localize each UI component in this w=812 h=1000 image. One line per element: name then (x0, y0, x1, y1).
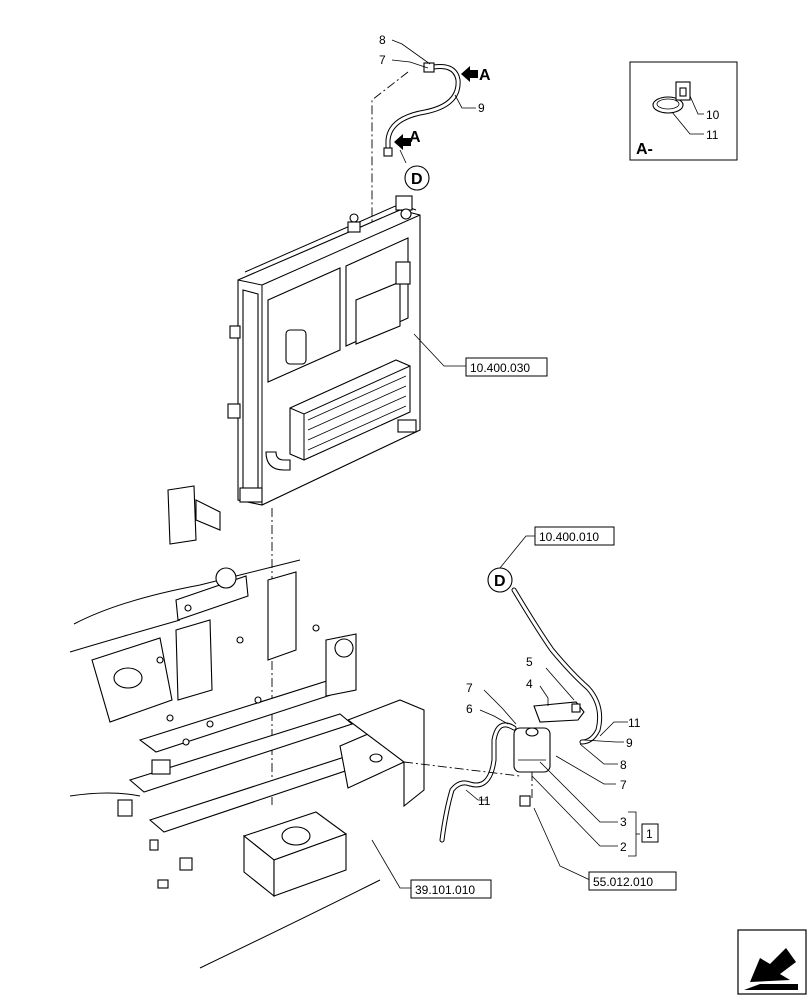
label-arrow-a-top: A (479, 67, 491, 84)
callout-inset-11: 11 (706, 128, 719, 142)
detail-inset-a (629, 61, 738, 161)
inset-label: A- (636, 141, 653, 158)
connector-d-bottom: D (487, 567, 513, 593)
direction-arrow-icon[interactable] (737, 929, 807, 995)
svg-text:10.400.010: 10.400.010 (539, 530, 599, 544)
ref-box-hardware[interactable]: 55.012.010 (588, 871, 677, 891)
callout-top-8: 8 (379, 33, 386, 47)
ref-box-frame[interactable]: 39.101.010 (410, 879, 492, 899)
callout-top-9: 9 (478, 101, 485, 115)
svg-text:1: 1 (646, 827, 653, 841)
callout-low-7-right: 7 (620, 778, 627, 792)
ref-box-tank[interactable]: 10.400.010 (534, 526, 615, 546)
callout-top-7: 7 (379, 53, 386, 67)
callout-low-3: 3 (620, 815, 627, 829)
callout-low-6: 6 (466, 702, 473, 716)
connector-d-top: D (404, 165, 430, 191)
callout-inset-10: 10 (706, 108, 720, 122)
upper-hose-assembly (371, 39, 478, 230)
label-arrow-a-mid: A (409, 129, 421, 146)
callout-low-9: 9 (626, 736, 633, 750)
callout-low-11-right: 11 (628, 716, 641, 730)
callout-box-1: 1 (641, 823, 659, 843)
radiator-assembly (227, 195, 466, 506)
callout-low-8: 8 (620, 758, 627, 772)
lower-hose-and-tank (403, 587, 640, 881)
ref-box-radiator[interactable]: 10.400.030 (465, 357, 548, 377)
svg-text:39.101.010: 39.101.010 (415, 883, 475, 897)
machine-frame (69, 485, 425, 969)
arrow-a-top-icon (461, 66, 478, 82)
callout-low-4: 4 (526, 677, 533, 691)
callout-low-5: 5 (526, 655, 533, 669)
callout-low-11-bottom: 11 (478, 794, 491, 808)
svg-text:D: D (411, 171, 423, 188)
arrow-a-mid-icon (394, 134, 411, 150)
svg-text:D: D (494, 573, 506, 590)
svg-text:10.400.030: 10.400.030 (470, 361, 530, 375)
callout-low-7-left: 7 (466, 681, 473, 695)
callout-low-2: 2 (620, 840, 627, 854)
svg-text:55.012.010: 55.012.010 (593, 875, 653, 889)
